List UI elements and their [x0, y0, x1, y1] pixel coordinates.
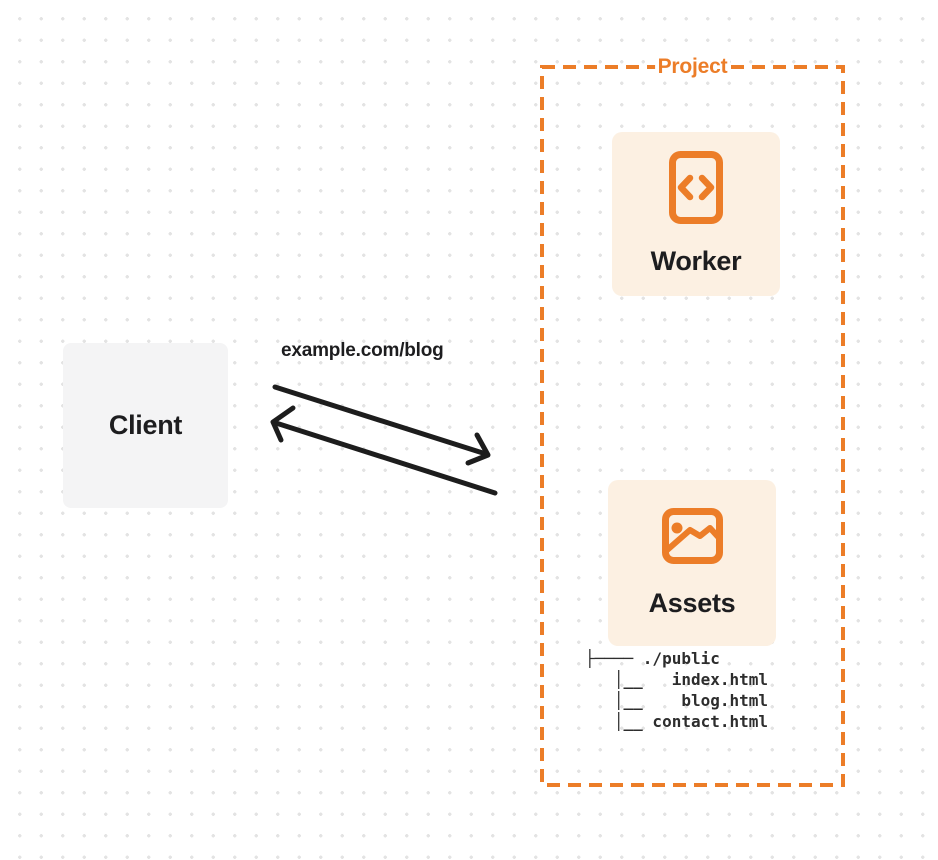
image-icon [661, 507, 723, 564]
request-url-label: example.com/blog [281, 340, 444, 361]
file-tree: ├──── ./public │__ index.html │__ blog.h… [585, 648, 768, 732]
worker-card: Worker [612, 132, 780, 296]
assets-card: Assets [608, 480, 776, 646]
project-container: Project Worker Assets ├──── ./p [540, 55, 845, 787]
tree-line-contact: │__ contact.html [585, 712, 769, 731]
client-box: Client [63, 343, 228, 508]
tree-line-blog: │__ blog.html [585, 691, 769, 710]
request-arrow [272, 384, 491, 466]
client-label: Client [108, 410, 183, 440]
assets-label: Assets [648, 587, 736, 618]
worker-label: Worker [650, 246, 742, 276]
tree-line-public: ├──── ./public [585, 649, 720, 668]
code-icon [669, 151, 723, 224]
project-label: Project [654, 55, 731, 79]
response-arrow [270, 405, 498, 496]
tree-line-index: │__ index.html [585, 670, 769, 689]
